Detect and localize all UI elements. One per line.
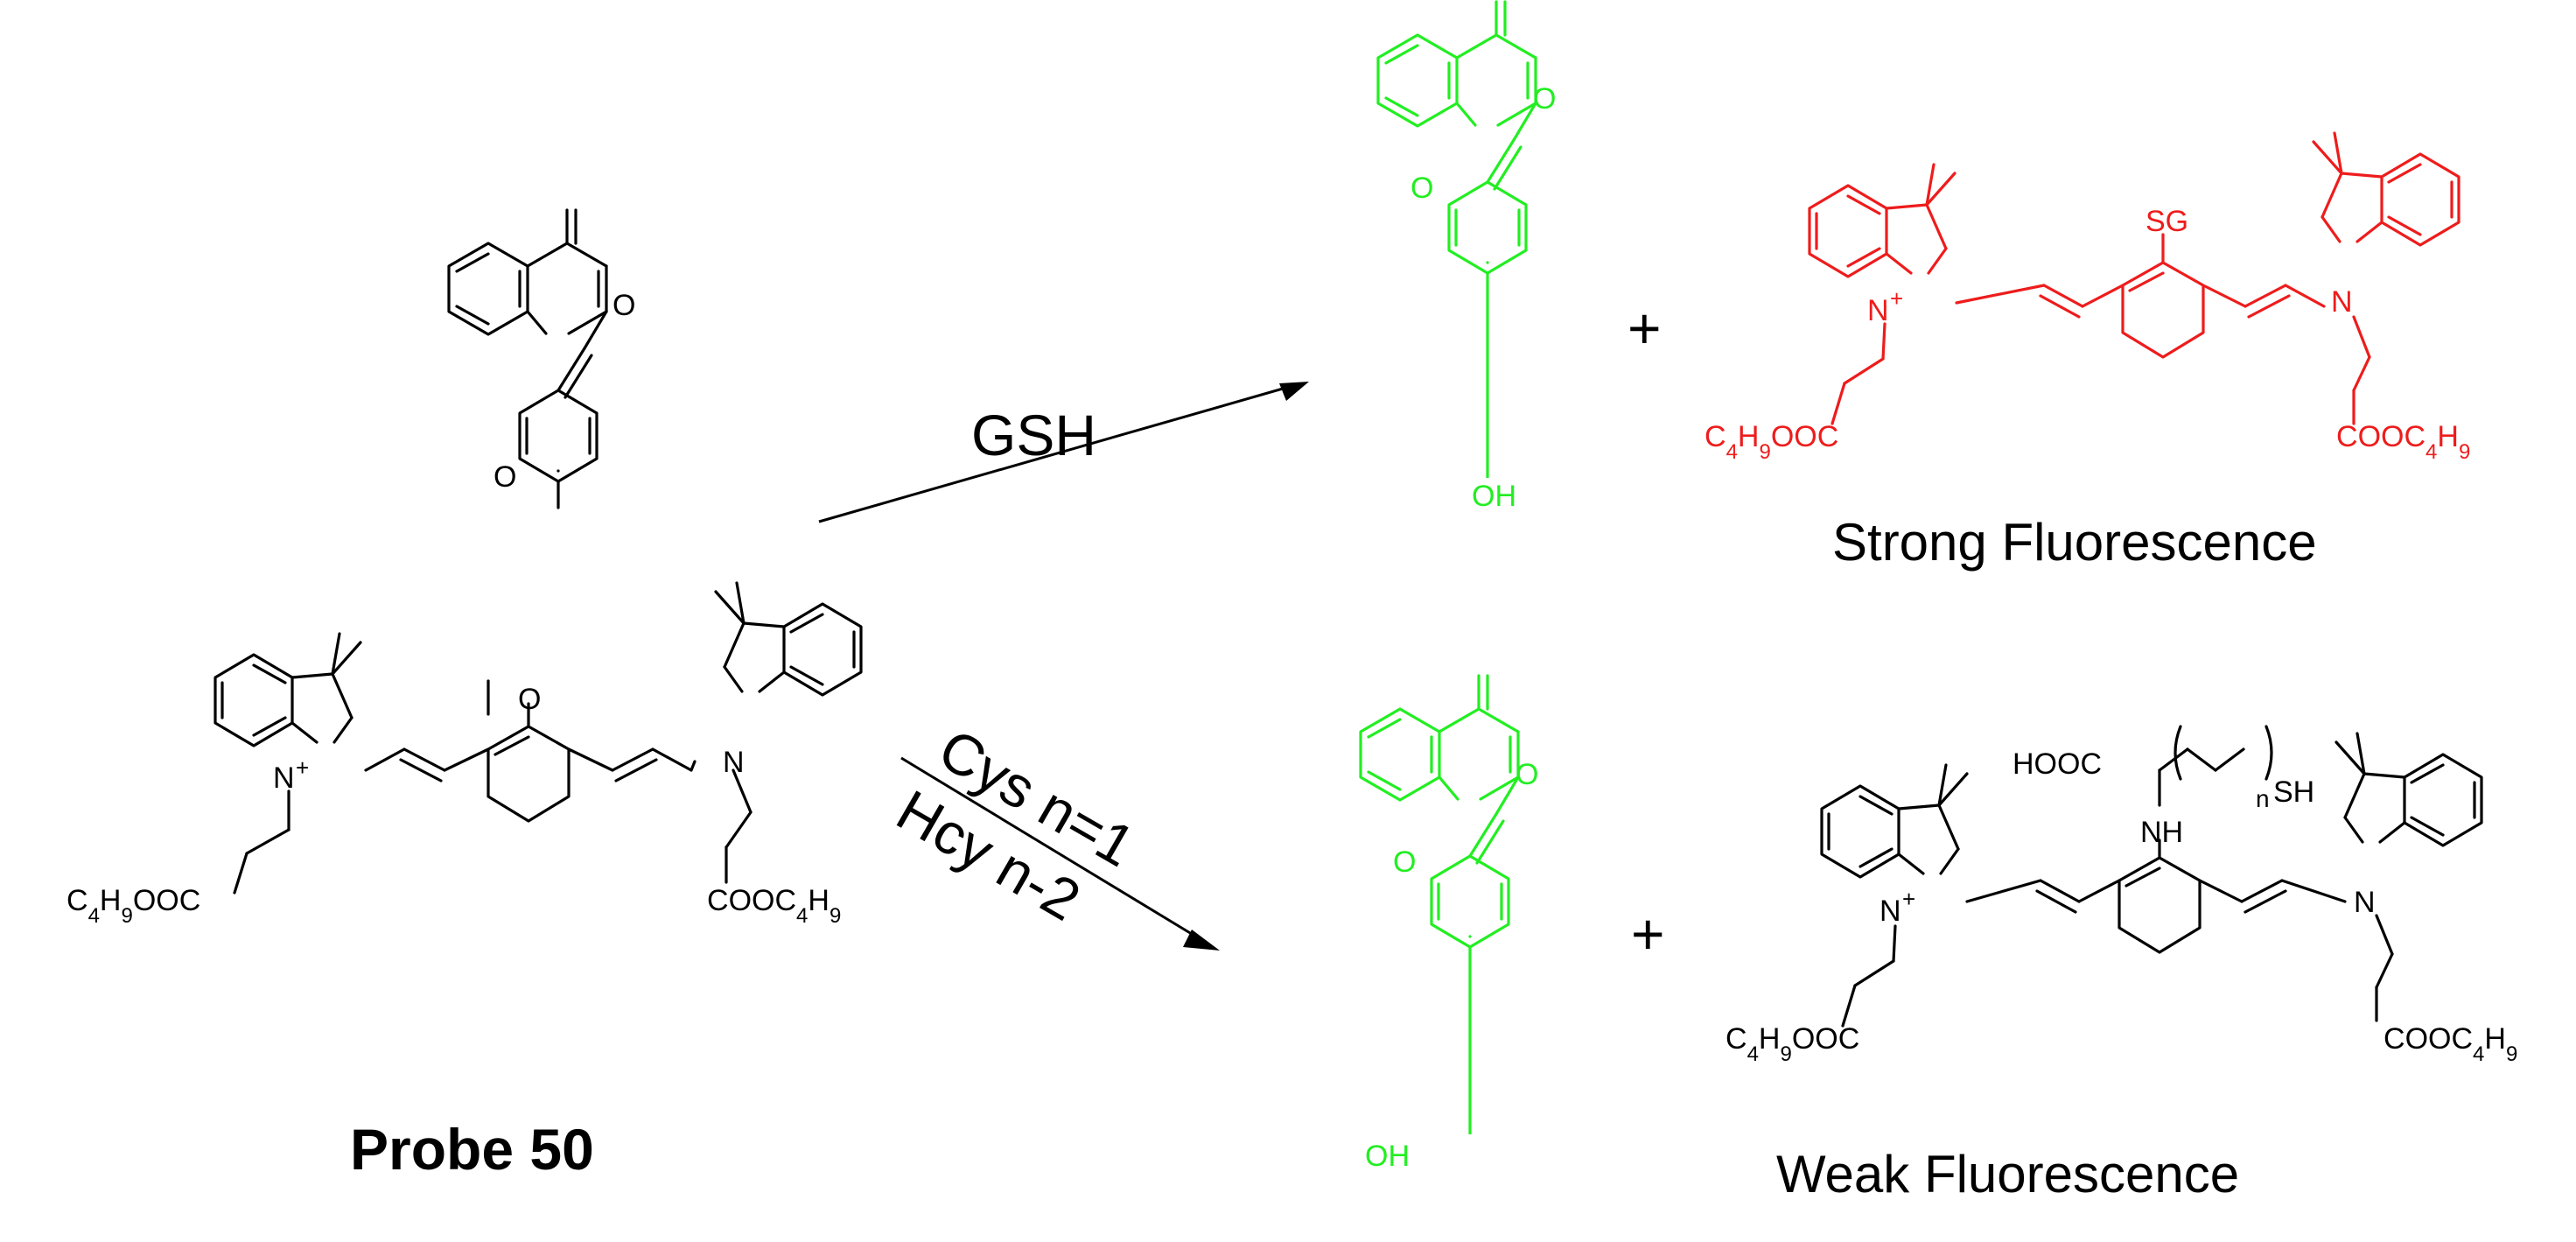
probe-right-ester: COOC4H9 bbox=[707, 884, 841, 928]
gsh-dye-nitrogen-left: N bbox=[1867, 294, 1889, 327]
cys-flavone-product: O O OH bbox=[1359, 674, 1538, 1173]
cys-dye-chain-subscript: n bbox=[2256, 785, 2270, 812]
gsh-dye-sg: SG bbox=[2146, 205, 2188, 238]
cys-dye-positive-charge: + bbox=[1902, 886, 1915, 912]
probe-indoline-nitrogen: N bbox=[723, 746, 745, 779]
cys-dye-amine: NH bbox=[2140, 816, 2183, 849]
gsh-dye-product: SG N + N C4H9OOC COOC4H9 bbox=[1704, 131, 2470, 464]
gsh-dye-right-ester: COOC4H9 bbox=[2336, 420, 2470, 464]
probe-50-structure: O O O N + N C4H9OOC COOC4H9 Probe 50 bbox=[66, 208, 863, 1182]
cys-dye-nitrogen-left: N bbox=[1880, 895, 1901, 928]
gsh-flavone-ring-oxygen: O bbox=[1410, 172, 1433, 205]
gsh-flavone-hydroxyl: OH bbox=[1472, 480, 1516, 513]
cys-flavone-ring-oxygen: O bbox=[1393, 846, 1416, 879]
strong-fluorescence-caption: Strong Fluorescence bbox=[1832, 513, 2317, 572]
probe-left-ester: C4H9OOC bbox=[66, 884, 200, 928]
probe-ether-oxygen: O bbox=[518, 683, 541, 716]
gsh-plus-sign: + bbox=[1628, 296, 1662, 361]
probe-ring-oxygen: O bbox=[494, 460, 516, 494]
gsh-flavone-carbonyl-oxygen: O bbox=[1533, 82, 1556, 116]
gsh-reagent-label: GSH bbox=[971, 403, 1096, 467]
probe-carbonyl-oxygen: O bbox=[612, 289, 635, 322]
probe-positive-charge: + bbox=[296, 754, 309, 781]
gsh-dye-positive-charge: + bbox=[1890, 285, 1903, 312]
gsh-flavone-product: O O OH bbox=[1376, 0, 1556, 513]
cys-plus-sign: + bbox=[1631, 902, 1665, 966]
gsh-dye-left-ester: C4H9OOC bbox=[1704, 420, 1838, 464]
cys-dye-right-ester: COOC4H9 bbox=[2384, 1022, 2517, 1066]
gsh-dye-nitrogen-right: N bbox=[2331, 285, 2353, 319]
cys-flavone-carbonyl-oxygen: O bbox=[1516, 758, 1538, 791]
cys-hcy-reaction-arrow: Cys n=1 Hcy n-2 bbox=[886, 716, 1220, 951]
cys-flavone-hydroxyl: OH bbox=[1365, 1140, 1410, 1173]
cys-dye-thiol: SH bbox=[2273, 775, 2314, 809]
probe-label: Probe 50 bbox=[350, 1117, 594, 1182]
cys-dye-carboxyl: HOOC bbox=[2012, 747, 2102, 781]
weak-fluorescence-caption: Weak Fluorescence bbox=[1776, 1145, 2239, 1203]
gsh-reaction-arrow: GSH bbox=[818, 382, 1309, 523]
cys-dye-left-ester: C4H9OOC bbox=[1726, 1022, 1859, 1066]
probe-indolium-nitrogen: N bbox=[273, 761, 295, 795]
cys-dye-product: HOOC SH n NH N + N C4H9OOC COOC4H9 bbox=[1726, 725, 2517, 1066]
cys-dye-nitrogen-right: N bbox=[2354, 886, 2376, 919]
